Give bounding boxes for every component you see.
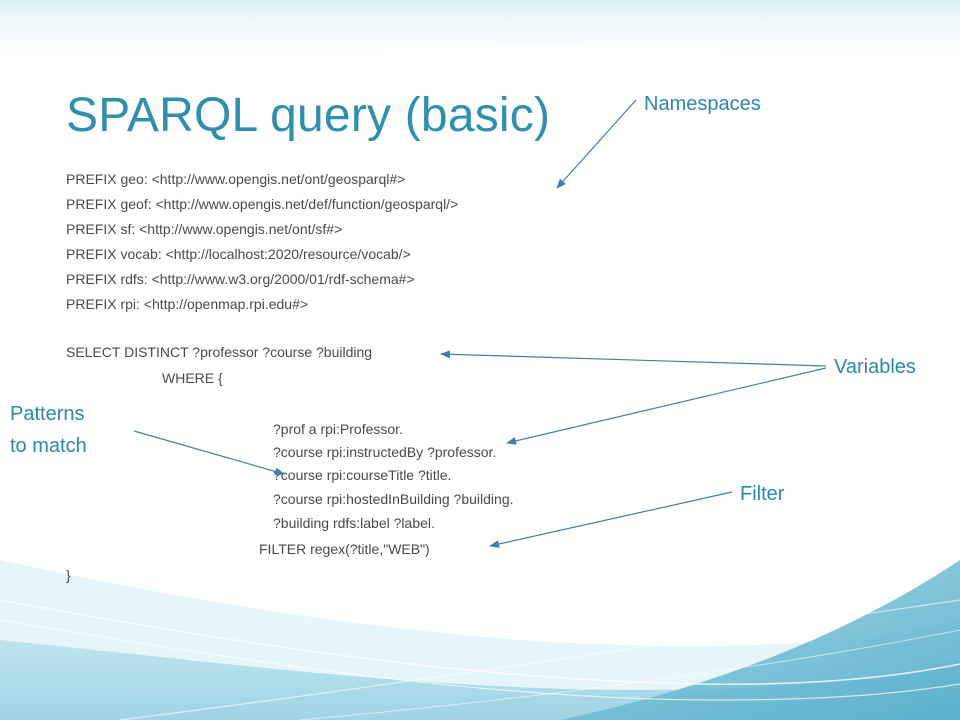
prefix-line-rdfs: PREFIX rdfs: <http://www.w3.org/2000/01/… bbox=[66, 271, 415, 287]
prefix-line-geo: PREFIX geo: <http://www.opengis.net/ont/… bbox=[66, 171, 406, 187]
pattern-line-label: ?building rdfs:label ?label. bbox=[273, 515, 435, 531]
prefix-line-vocab: PREFIX vocab: <http://localhost:2020/res… bbox=[66, 246, 411, 262]
close-brace-line: } bbox=[66, 567, 71, 583]
slide-title: SPARQL query (basic) bbox=[66, 89, 551, 142]
pattern-line-title: ?course rpi:courseTitle ?title. bbox=[273, 467, 452, 483]
arrow-to-patterns bbox=[133, 430, 285, 476]
callout-filter: Filter bbox=[740, 483, 785, 505]
arrow-to-filter bbox=[489, 491, 733, 548]
prefix-line-rpi: PREFIX rpi: <http://openmap.rpi.edu#> bbox=[66, 296, 309, 312]
callout-patterns-line2: to match bbox=[10, 435, 87, 457]
callout-namespaces: Namespaces bbox=[644, 93, 761, 115]
callout-patterns-line1: Patterns bbox=[10, 403, 85, 425]
pattern-line-instructed: ?course rpi:instructedBy ?professor. bbox=[273, 444, 497, 460]
select-line: SELECT DISTINCT ?professor ?course ?buil… bbox=[66, 344, 373, 360]
callout-variables: Variables bbox=[834, 356, 916, 378]
arrow-to-select-variables bbox=[440, 350, 827, 367]
where-line: WHERE { bbox=[162, 370, 223, 386]
pattern-line-prof: ?prof a rpi:Professor. bbox=[273, 421, 403, 437]
prefix-line-geof: PREFIX geof: <http://www.opengis.net/def… bbox=[66, 196, 459, 212]
pattern-line-hosted: ?course rpi:hostedInBuilding ?building. bbox=[273, 491, 514, 507]
arrow-to-prefixes bbox=[556, 99, 637, 189]
prefix-line-sf: PREFIX sf: <http://www.opengis.net/ont/s… bbox=[66, 221, 343, 237]
arrow-to-professor-variable bbox=[506, 367, 827, 445]
filter-line: FILTER regex(?title,"WEB") bbox=[259, 541, 430, 557]
